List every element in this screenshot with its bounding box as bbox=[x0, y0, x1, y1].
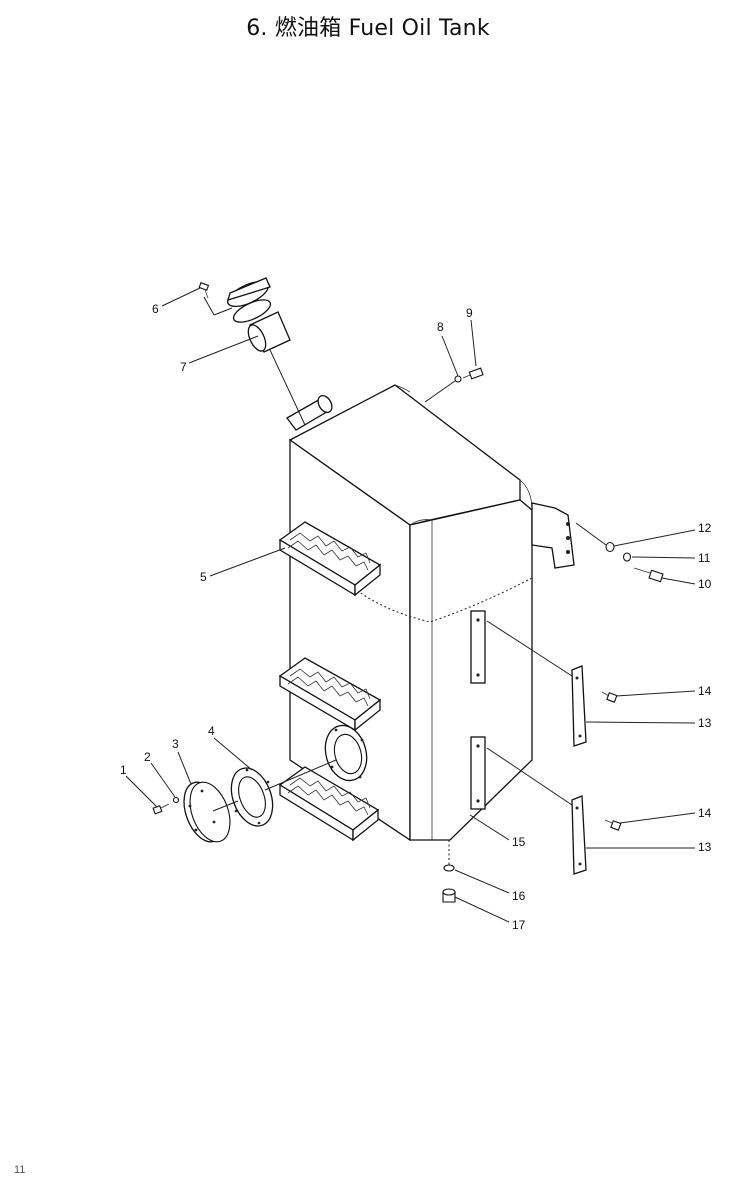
callout-14-upper: 14 bbox=[698, 684, 712, 698]
plate-item-13-upper bbox=[571, 665, 587, 747]
bolt-item-14-upper bbox=[601, 691, 618, 703]
tank-inspection-port bbox=[324, 724, 368, 782]
bolt-item-6 bbox=[198, 282, 210, 299]
tank-side-bracket bbox=[531, 502, 575, 569]
callout-13-lower: 13 bbox=[698, 840, 712, 854]
step-lower bbox=[278, 766, 380, 842]
page-number: 11 bbox=[14, 1164, 26, 1176]
welded-strip-lower bbox=[470, 736, 486, 810]
plate-item-13-lower bbox=[571, 795, 587, 875]
page-title: 6. 燃油箱 Fuel Oil Tank bbox=[0, 10, 736, 42]
callout-17: 17 bbox=[512, 918, 526, 932]
callout-labels: 1 2 3 4 5 6 7 8 9 10 11 12 13 14 14 13 1… bbox=[120, 302, 712, 932]
filler-neck bbox=[286, 394, 333, 431]
callout-5: 5 bbox=[200, 570, 207, 584]
cover-plate-item-3 bbox=[183, 781, 231, 843]
title-english: Fuel Oil Tank bbox=[348, 16, 490, 41]
welded-strip-upper bbox=[470, 610, 486, 684]
callout-10: 10 bbox=[698, 577, 712, 591]
callout-1: 1 bbox=[120, 763, 127, 777]
bolt-item-10 bbox=[605, 541, 664, 583]
callout-13-upper: 13 bbox=[698, 716, 712, 730]
callout-14-lower: 14 bbox=[698, 806, 712, 820]
callout-7: 7 bbox=[180, 360, 187, 374]
drain-washer-item-16 bbox=[443, 864, 455, 872]
callout-3: 3 bbox=[172, 737, 179, 751]
gasket-item-4 bbox=[230, 767, 274, 827]
callout-9: 9 bbox=[466, 306, 473, 320]
bolt-item-9 bbox=[454, 367, 484, 383]
title-chinese: 燃油箱 bbox=[274, 16, 342, 41]
fuel-tank-body bbox=[288, 384, 533, 842]
drain-plug-item-17 bbox=[442, 888, 456, 903]
filler-cap bbox=[227, 277, 291, 353]
step-upper bbox=[278, 521, 382, 597]
bolt-item-14-lower bbox=[604, 819, 622, 831]
callout-15: 15 bbox=[512, 835, 526, 849]
leader-lines bbox=[125, 287, 696, 923]
callout-11: 11 bbox=[698, 551, 711, 565]
callout-12: 12 bbox=[698, 521, 712, 535]
callout-6: 6 bbox=[152, 302, 159, 316]
callout-8: 8 bbox=[437, 320, 444, 334]
callout-2: 2 bbox=[144, 750, 151, 764]
callout-16: 16 bbox=[512, 889, 526, 903]
callout-4: 4 bbox=[208, 724, 215, 738]
title-number: 6. bbox=[246, 16, 268, 41]
washer-item-2 bbox=[172, 796, 180, 804]
